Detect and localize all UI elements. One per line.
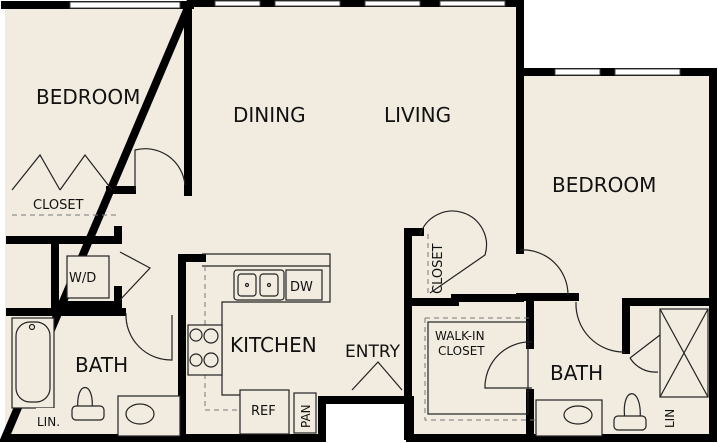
label-closet-left: CLOSET — [33, 198, 84, 213]
label-bedroom-right: BEDROOM — [552, 173, 656, 197]
dishwasher — [285, 269, 323, 301]
label-walkin-2: CLOSET — [438, 344, 485, 358]
doors — [11, 148, 661, 391]
label-ref: REF — [251, 404, 276, 419]
bath-fixtures-right — [535, 308, 709, 437]
sink — [233, 269, 285, 301]
label-dw: DW — [290, 280, 313, 295]
label-closet-right: CLOSET — [431, 243, 446, 294]
label-walkin-1: WALK-IN — [435, 329, 485, 343]
linen-left — [36, 408, 58, 432]
refrigerator — [239, 389, 290, 435]
bath-fixtures-left — [71, 387, 181, 437]
label-dining: DINING — [233, 103, 306, 127]
windows — [69, 0, 681, 76]
label-kitchen: KITCHEN — [230, 333, 317, 357]
label-wd: W/D — [69, 271, 96, 286]
linen-right — [660, 400, 680, 432]
label-entry: ENTRY — [345, 342, 401, 362]
label-living: LIVING — [384, 103, 451, 127]
interior-walls — [6, 1, 714, 440]
label-bedroom-left: BEDROOM — [36, 85, 140, 109]
label-bath-left: BATH — [75, 353, 128, 377]
label-pan: PAN — [299, 404, 313, 428]
label-lin-right: LIN — [663, 409, 677, 428]
pantry — [293, 392, 317, 434]
label-lin-left: LIN. — [37, 415, 60, 429]
walkin-closet-shelf — [427, 321, 529, 415]
label-bath-right: BATH — [550, 361, 603, 385]
kitchen-counters — [187, 253, 331, 435]
washer-dryer — [66, 255, 110, 299]
bathtub — [11, 317, 55, 409]
walkin-closet-rod — [424, 317, 535, 421]
